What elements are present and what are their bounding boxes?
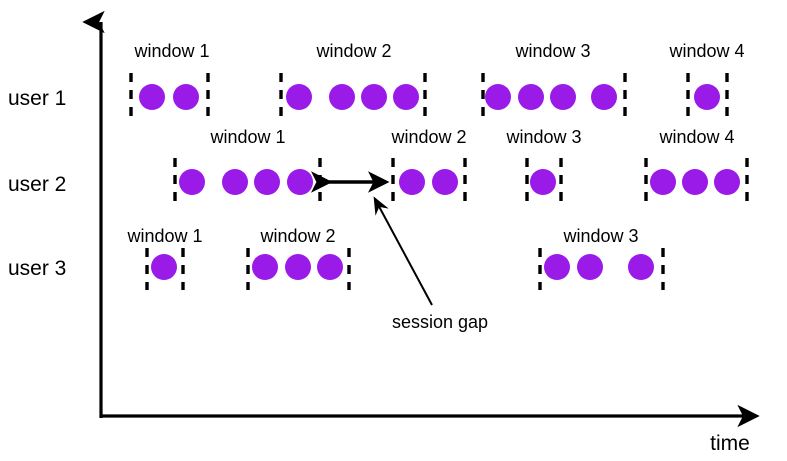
window-group-u3-w2[interactable]: window 2 — [246, 226, 351, 290]
window-group-u1-w2[interactable]: window 2 — [279, 41, 427, 117]
event-dot — [285, 254, 311, 280]
event-dot — [179, 169, 205, 195]
window-label-u1-w4: window 4 — [668, 41, 744, 61]
event-dot — [682, 169, 708, 195]
window-group-u1-w4[interactable]: window 4 — [668, 41, 745, 117]
window-group-u2-w4[interactable]: window 4 — [644, 127, 749, 202]
event-dot — [173, 84, 199, 110]
window-group-u2-w1[interactable]: window 1 — [173, 127, 322, 202]
window-group-u1-w3[interactable]: window 3 — [481, 41, 627, 117]
window-label-u2-w3: window 3 — [505, 127, 581, 147]
user-label-2: user 2 — [8, 173, 66, 196]
axes-group: time — [82, 10, 760, 455]
window-label-u1-w2: window 2 — [315, 41, 391, 61]
event-dot — [254, 169, 280, 195]
window-group-u3-w3[interactable]: window 3 — [538, 226, 665, 290]
event-dot — [650, 169, 676, 195]
row-user-3: user 3 window 1 window 2 window 3 — [8, 226, 665, 290]
event-dot — [518, 84, 544, 110]
window-label-u1-w1: window 1 — [133, 41, 209, 61]
window-group-u3-w1[interactable]: window 1 — [126, 226, 203, 290]
time-axis-label: time — [710, 432, 750, 455]
window-group-u2-w2[interactable]: window 2 — [390, 127, 467, 202]
window-label-u3-w2: window 2 — [259, 226, 335, 246]
window-group-u2-w3[interactable]: window 3 — [505, 127, 582, 202]
event-dot — [432, 169, 458, 195]
event-dot — [287, 169, 313, 195]
event-dot — [139, 84, 165, 110]
event-dot — [628, 254, 654, 280]
window-label-u3-w1: window 1 — [126, 226, 202, 246]
window-label-u3-w3: window 3 — [562, 226, 638, 246]
event-dot — [286, 84, 312, 110]
user-label-1: user 1 — [8, 87, 66, 110]
event-dot — [577, 254, 603, 280]
event-dot — [714, 169, 740, 195]
row-user-2: user 2 window 1 window 2 wi — [8, 127, 749, 202]
window-group-u1-w1[interactable]: window 1 — [129, 41, 210, 117]
window-label-u2-w1: window 1 — [209, 127, 285, 147]
user-label-3: user 3 — [8, 257, 66, 280]
window-label-u2-w4: window 4 — [658, 127, 734, 147]
event-dot — [550, 84, 576, 110]
event-dot — [393, 84, 419, 110]
event-dot — [485, 84, 511, 110]
event-dot — [329, 84, 355, 110]
event-dot — [544, 254, 570, 280]
event-dot — [317, 254, 343, 280]
session-gap-annotation: session gap — [311, 171, 488, 332]
event-dot — [252, 254, 278, 280]
event-dot — [530, 169, 556, 195]
session-gap-label: session gap — [392, 312, 488, 332]
event-dot — [151, 254, 177, 280]
event-dot — [361, 84, 387, 110]
event-dot — [222, 169, 248, 195]
event-dot — [694, 84, 720, 110]
window-label-u1-w3: window 3 — [514, 41, 590, 61]
window-label-u2-w2: window 2 — [390, 127, 466, 147]
event-dot — [591, 84, 617, 110]
row-user-1: user 1 window 1 window 2 wi — [8, 41, 745, 117]
session-gap-pointer-line — [373, 196, 433, 306]
event-dot — [399, 169, 425, 195]
